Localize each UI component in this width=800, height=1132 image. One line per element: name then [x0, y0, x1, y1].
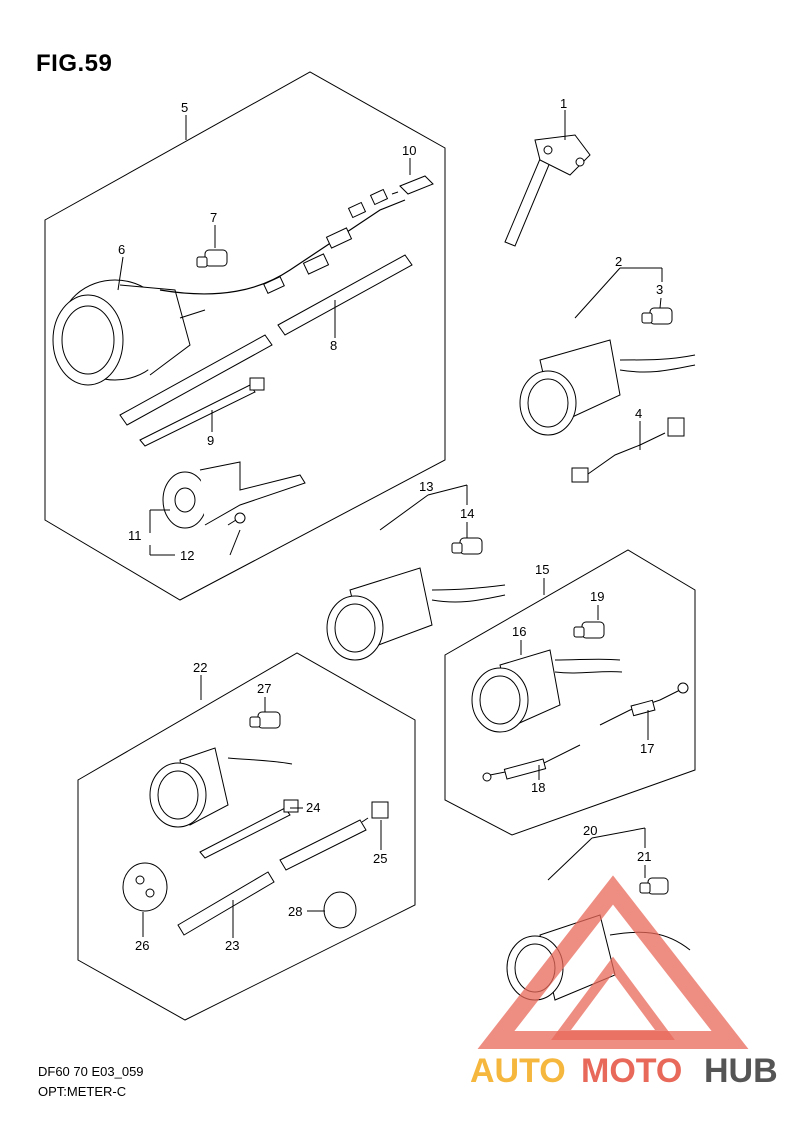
callout-23: 23 — [225, 938, 239, 953]
callout-10: 10 — [402, 143, 416, 158]
callout-7: 7 — [210, 210, 217, 225]
figure-title: FIG.59 — [36, 50, 113, 77]
callout-16: 16 — [512, 624, 526, 639]
group-box-22 — [77, 652, 416, 1021]
callout-labels: 1 2 3 4 5 6 7 8 9 10 11 12 13 14 15 16 1… — [118, 96, 663, 953]
part-23-hose — [177, 819, 367, 936]
part-18-harness — [482, 744, 581, 782]
part-28-grommet — [323, 891, 357, 929]
watermark-triangle-icon — [477, 875, 749, 1049]
part-2-gauge — [519, 339, 696, 436]
part-17-harness — [599, 682, 689, 726]
callout-11: 11 — [128, 528, 142, 543]
part-8-hose — [119, 254, 413, 426]
callout-19: 19 — [590, 589, 604, 604]
part-7-bulb — [196, 249, 228, 268]
callout-21: 21 — [637, 849, 651, 864]
callout-22: 22 — [193, 660, 207, 675]
callout-13: 13 — [419, 479, 433, 494]
callout-15: 15 — [535, 562, 549, 577]
callout-18: 18 — [531, 780, 545, 795]
callout-6: 6 — [118, 242, 125, 257]
callout-1: 1 — [560, 96, 567, 111]
callout-4: 4 — [635, 406, 642, 421]
group-box-5 — [44, 71, 446, 601]
callout-9: 9 — [207, 433, 214, 448]
figure-name: OPT:METER-C — [38, 1084, 127, 1099]
part-10-fitting — [391, 175, 434, 195]
part-21-bulb — [639, 877, 669, 895]
part-3-bulb — [641, 307, 673, 325]
part-26-grommet — [122, 862, 168, 912]
callout-14: 14 — [460, 506, 474, 521]
part-25-fitting — [361, 801, 389, 823]
callout-17: 17 — [640, 741, 654, 756]
part-13-gauge — [326, 567, 506, 661]
part-11-holder — [162, 461, 306, 529]
part-16-gauge — [471, 649, 623, 733]
part-19-bulb — [573, 621, 605, 639]
callout-5: 5 — [181, 100, 188, 115]
callout-28: 28 — [288, 904, 302, 919]
callout-3: 3 — [656, 282, 663, 297]
part-22-gauge — [149, 747, 293, 828]
callout-20: 20 — [583, 823, 597, 838]
part-6-gauge — [52, 279, 206, 386]
watermark-auto: AUTO — [470, 1052, 566, 1090]
part-4-harness — [571, 417, 685, 483]
part-1-pickup — [504, 134, 591, 247]
callout-12: 12 — [180, 548, 194, 563]
callout-8: 8 — [330, 338, 337, 353]
callout-2: 2 — [615, 254, 622, 269]
part-14-bulb — [451, 537, 483, 555]
part-20-gauge — [506, 914, 691, 1001]
group-box-15 — [444, 549, 696, 836]
part-9-tie — [139, 377, 265, 447]
part-12-screw — [227, 512, 246, 526]
callout-24: 24 — [306, 800, 320, 815]
watermark-logo: AUTO MOTO HUB — [470, 875, 778, 1090]
harness-connectors — [263, 188, 389, 294]
callout-26: 26 — [135, 938, 149, 953]
figure-code: DF60 70 E03_059 — [38, 1064, 144, 1079]
watermark-hub: HUB — [704, 1052, 778, 1090]
leader-lines — [117, 110, 663, 938]
part-24-tie — [199, 799, 299, 859]
watermark-moto: MOTO — [581, 1052, 682, 1090]
callout-27: 27 — [257, 681, 271, 696]
harness-wires — [159, 199, 406, 295]
callout-25: 25 — [373, 851, 387, 866]
part-27-bulb — [249, 711, 281, 729]
